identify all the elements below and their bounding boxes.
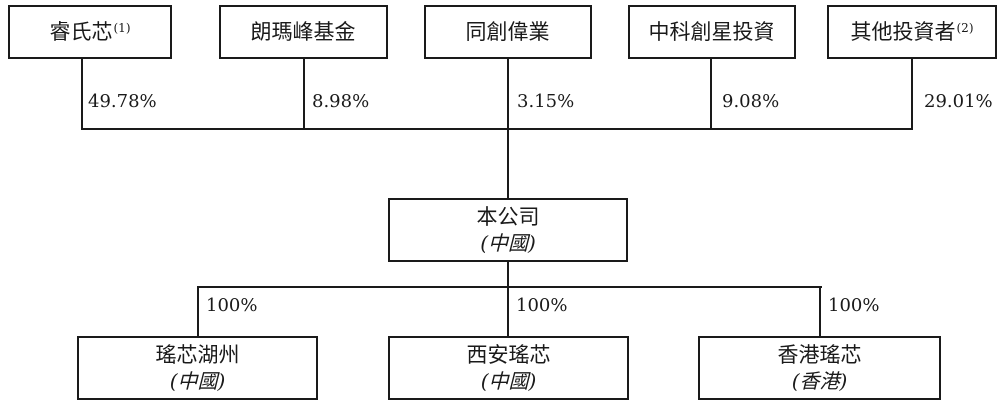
subsidiary-name: 香港瑤芯 bbox=[777, 343, 862, 368]
shareholder-box-3: 同創偉業 bbox=[424, 5, 592, 59]
subsidiary-box-2: 西安瑤芯 (中國) bbox=[388, 336, 629, 400]
subsidiary-pct-3: 100% bbox=[828, 295, 880, 316]
shareholder-name: 同創偉業 bbox=[465, 19, 550, 44]
connector-from-company bbox=[507, 261, 509, 288]
connector-subsidiary-2 bbox=[507, 286, 509, 338]
bus-line-bottom bbox=[197, 286, 822, 288]
subsidiary-jurisdiction: (香港) bbox=[791, 368, 848, 393]
subsidiary-name: 西安瑤芯 bbox=[466, 343, 551, 368]
shareholder-box-2: 朗瑪峰基金 bbox=[219, 5, 388, 59]
company-box: 本公司 (中國) bbox=[388, 198, 628, 262]
subsidiary-jurisdiction: (中國) bbox=[169, 368, 226, 393]
footnote-marker-1: (1) bbox=[113, 20, 131, 35]
subsidiary-pct-2: 100% bbox=[516, 295, 568, 316]
shareholder-box-5: 其他投資者(2) bbox=[827, 5, 997, 59]
connector-to-company bbox=[507, 128, 509, 200]
subsidiary-name: 瑤芯湖州 bbox=[155, 343, 240, 368]
bus-line-top bbox=[81, 128, 913, 130]
company-name: 本公司 bbox=[476, 205, 540, 230]
ownership-pct-3: 3.15% bbox=[517, 91, 575, 112]
ownership-pct-2: 8.98% bbox=[312, 91, 370, 112]
ownership-pct-4: 9.08% bbox=[722, 91, 780, 112]
footnote-marker-2: (2) bbox=[956, 20, 974, 35]
connector-subsidiary-1 bbox=[197, 286, 199, 338]
shareholder-box-4: 中科創星投資 bbox=[628, 5, 796, 59]
subsidiary-box-1: 瑤芯湖州 (中國) bbox=[77, 336, 318, 400]
connector-subsidiary-3 bbox=[819, 286, 821, 338]
shareholder-name: 朗瑪峰基金 bbox=[250, 19, 356, 44]
shareholder-name: 中科創星投資 bbox=[648, 19, 775, 44]
ownership-pct-1: 49.78% bbox=[88, 91, 157, 112]
connector-shareholder-4 bbox=[710, 58, 712, 130]
subsidiary-jurisdiction: (中國) bbox=[480, 368, 537, 393]
company-jurisdiction: (中國) bbox=[480, 230, 536, 255]
shareholder-name: 睿氏芯(1) bbox=[49, 19, 131, 44]
shareholder-name: 其他投資者(2) bbox=[850, 19, 974, 44]
ownership-pct-5: 29.01% bbox=[924, 91, 993, 112]
subsidiary-pct-1: 100% bbox=[206, 295, 258, 316]
shareholder-box-1: 睿氏芯(1) bbox=[8, 5, 172, 59]
connector-shareholder-2 bbox=[303, 58, 305, 130]
connector-shareholder-3 bbox=[507, 58, 509, 130]
connector-shareholder-1 bbox=[81, 58, 83, 130]
subsidiary-box-3: 香港瑤芯 (香港) bbox=[698, 336, 941, 400]
connector-shareholder-5 bbox=[911, 58, 913, 130]
